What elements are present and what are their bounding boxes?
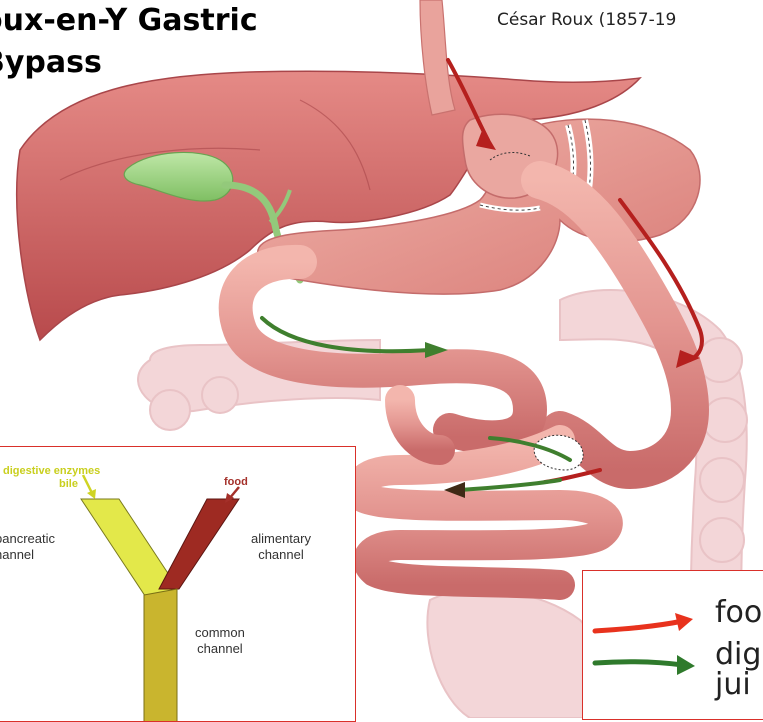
common-channel-stem	[144, 589, 177, 722]
digestive-enzymes-label: digestive enzymes	[3, 463, 100, 479]
bile-label: bile	[59, 476, 78, 492]
credit-caption: César Roux (1857-19	[497, 10, 676, 30]
common-label-line-1: common	[195, 625, 245, 641]
pancreatic-label-line-2: hannel	[0, 547, 55, 563]
alimentary-channel-arm	[159, 499, 239, 589]
y-diagram-inset: digestive enzymes bile food pancreatic h…	[0, 446, 356, 722]
common-channel-label: common channel	[195, 625, 245, 657]
pancreatic-channel-label: pancreatic hannel	[0, 531, 55, 563]
alimentary-label-line-2: channel	[251, 547, 311, 563]
legend-inset: foo dig jui	[582, 570, 763, 720]
food-legend-arrow-icon	[595, 621, 683, 631]
pancreatic-label-line-1: pancreatic	[0, 531, 55, 547]
legend-digestive-label-line-1: dig	[715, 641, 761, 669]
page-title: oux-en-Y Gastric Bypass	[0, 0, 258, 84]
common-label-line-2: channel	[195, 641, 245, 657]
legend-food-label: foo	[715, 599, 762, 627]
alimentary-label-line-1: alimentary	[251, 531, 311, 547]
title-line-1: oux-en-Y Gastric	[0, 0, 258, 42]
digestive-legend-arrow-icon	[595, 662, 683, 665]
y-diagram	[0, 447, 356, 722]
alimentary-channel-label: alimentary channel	[251, 531, 311, 563]
food-label: food	[224, 474, 248, 490]
legend-digestive-label-line-2: jui	[715, 671, 751, 699]
title-line-2: Bypass	[0, 42, 258, 84]
